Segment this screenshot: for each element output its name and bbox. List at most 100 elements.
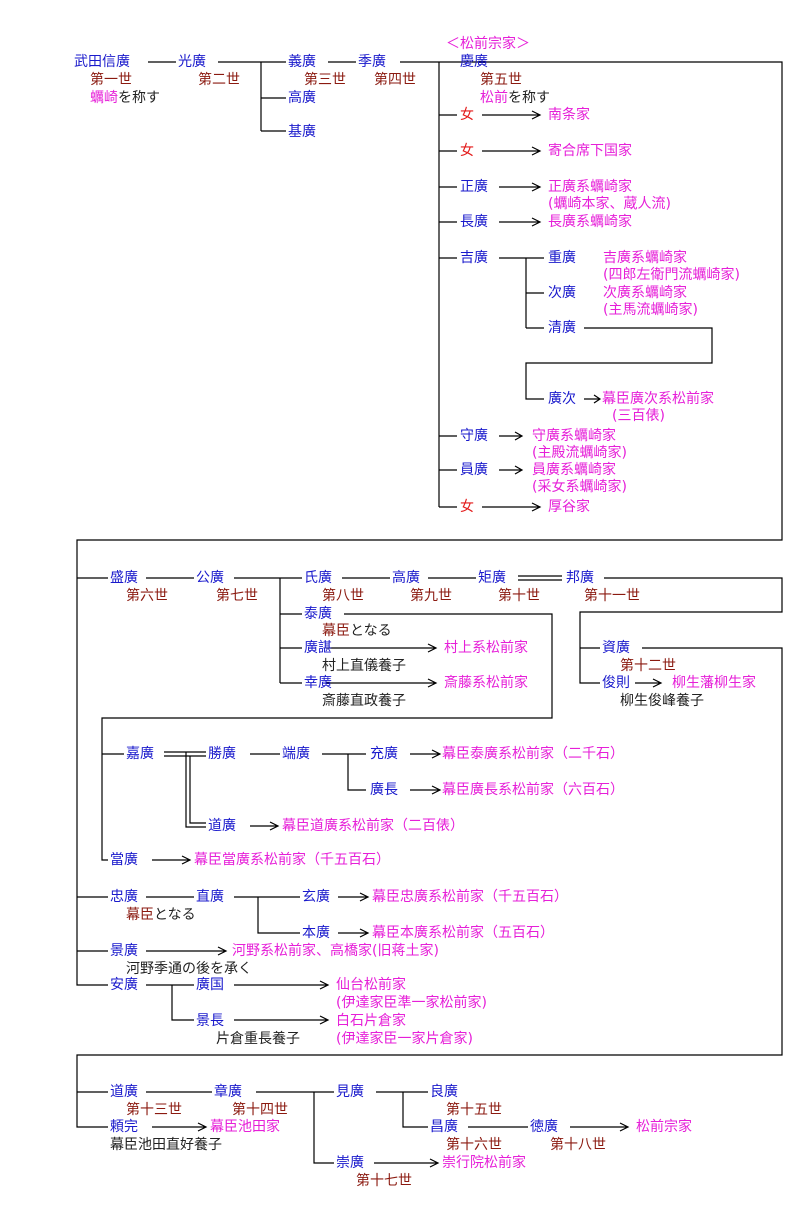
person-nobuhiro: 武田信廣 <box>74 54 130 70</box>
generation-label: 第三世 <box>304 72 346 88</box>
person-takahiro17: 崇廣 <box>336 1155 364 1171</box>
person-hirotaka: 廣諶 <box>304 640 332 656</box>
house-label: 幕臣廣次系松前家 <box>602 391 714 407</box>
note-highlight: 幕臣 <box>322 623 350 639</box>
house-sublabel: (伊達家臣準一家松前家) <box>336 995 487 1011</box>
note-highlight: 幕臣 <box>126 907 154 923</box>
generation-label: 第十七世 <box>356 1173 412 1189</box>
generation-label: 第十世 <box>498 588 540 604</box>
house-label: 守廣系蠣崎家 <box>532 428 616 444</box>
person-daughter: 女 <box>460 107 474 123</box>
person-sukehiro: 資廣 <box>602 640 630 656</box>
house-label: 吉廣系蠣崎家 <box>603 250 687 266</box>
person-kagenaga: 景長 <box>196 1013 224 1029</box>
house-label: 厚谷家 <box>548 499 590 515</box>
adoption-note: 柳生俊峰養子 <box>620 693 704 709</box>
generation-label: 第十一世 <box>584 588 640 604</box>
person-akihiro: 章廣 <box>214 1084 242 1100</box>
generation-label: 第六世 <box>126 588 168 604</box>
house-label: 幕臣當廣系松前家（千五百石） <box>194 852 390 868</box>
house-label: 正廣系蠣崎家 <box>548 179 632 195</box>
generation-label: 第十六世 <box>446 1137 502 1153</box>
person-nagahiro: 長廣 <box>460 214 488 230</box>
person-tsuguhiro: 次廣 <box>548 285 576 301</box>
person-yoshihiro-ka: 嘉廣 <box>126 746 154 762</box>
person-tadahiro-h: 端廣 <box>282 746 310 762</box>
generation-label: 第十八世 <box>550 1137 606 1153</box>
note-text: を称す <box>118 90 160 106</box>
person-mihiro: 見廣 <box>336 1084 364 1100</box>
note: 幕臣となる <box>322 623 392 639</box>
person-kimihiro: 公廣 <box>196 570 224 586</box>
person-naohiro: 直廣 <box>196 889 224 905</box>
person-yukihiro: 幸廣 <box>304 675 332 691</box>
succession-note: 河野季通の後を承く <box>126 961 252 977</box>
house-label: 白石片倉家 <box>336 1013 406 1029</box>
person-kazuhiro: 員廣 <box>460 462 488 478</box>
house-label: 幕臣忠廣系松前家（千五百石） <box>372 889 568 905</box>
house-sublabel: (采女系蠣崎家) <box>532 479 627 495</box>
note-text: となる <box>350 623 392 639</box>
person-yasuhiro2: 安廣 <box>110 977 138 993</box>
person-tadahiro: 忠廣 <box>110 889 138 905</box>
person-motohiro2: 本廣 <box>302 925 330 941</box>
person-toshinori: 俊則 <box>602 675 630 691</box>
note: 松前を称す <box>480 90 550 106</box>
person-kiyohiro: 清廣 <box>548 320 576 336</box>
person-daughter: 女 <box>460 499 474 515</box>
house-sublabel: (主馬流蠣崎家) <box>603 302 698 318</box>
person-hirokuni: 廣国 <box>196 977 224 993</box>
adoption-note: 斎藤直政養子 <box>322 693 406 709</box>
generation-label: 第五世 <box>480 72 522 88</box>
person-suehiro: 季廣 <box>358 54 386 70</box>
person-michihiro: 道廣 <box>208 818 236 834</box>
house-label: 村上系松前家 <box>444 640 528 656</box>
person-morihiro: 守廣 <box>460 428 488 444</box>
house-label: 次廣系蠣崎家 <box>603 285 687 301</box>
house-label: 長廣系蠣崎家 <box>548 214 632 230</box>
person-katsuhiro: 勝廣 <box>208 746 236 762</box>
person-takahiro9: 高廣 <box>392 570 420 586</box>
note-text: となる <box>154 907 196 923</box>
house-sublabel: (四郎左衛門流蠣崎家) <box>603 267 740 283</box>
adoption-note: 幕臣池田直好養子 <box>110 1137 222 1153</box>
person-motohiro: 基廣 <box>288 124 316 140</box>
person-genhiro: 玄廣 <box>302 889 330 905</box>
person-mitsuhiro: 光廣 <box>178 54 206 70</box>
person-kagehiro: 景廣 <box>110 943 138 959</box>
person-yoshihiro15: 良廣 <box>430 1084 458 1100</box>
house-sublabel: (蠣崎本家、蔵人流) <box>548 196 671 212</box>
house-label: 幕臣道廣系松前家（二百俵） <box>282 818 464 834</box>
person-masahiro2: 當廣 <box>110 852 138 868</box>
person-masahiro: 正廣 <box>460 179 488 195</box>
note-house: 蠣崎 <box>90 90 118 106</box>
house-label: 幕臣池田家 <box>210 1119 280 1135</box>
generation-label: 第十二世 <box>620 658 676 674</box>
generation-label: 第四世 <box>374 72 416 88</box>
house-label: 幕臣廣長系松前家（六百石） <box>442 782 624 798</box>
generation-label: 第一世 <box>90 72 132 88</box>
note: 幕臣となる <box>126 907 196 923</box>
house-sublabel: (伊達家臣一家片倉家) <box>336 1031 473 1047</box>
generation-label: 第七世 <box>216 588 258 604</box>
note: 蠣崎を称す <box>90 90 160 106</box>
house-label: 柳生藩柳生家 <box>672 675 756 691</box>
adoption-note: 片倉重長養子 <box>216 1031 300 1047</box>
person-ujihiro: 氏廣 <box>304 570 332 586</box>
person-hironaga: 廣長 <box>370 782 398 798</box>
generation-label: 第十四世 <box>232 1102 288 1118</box>
house-label: 寄合席下国家 <box>548 143 632 159</box>
person-morihiro6: 盛廣 <box>110 570 138 586</box>
person-masahiro16: 昌廣 <box>430 1119 458 1135</box>
generation-label: 第二世 <box>198 72 240 88</box>
house-sublabel: (主殿流蠣崎家) <box>532 445 627 461</box>
house-label: 河野系松前家、高橋家(旧蒋土家) <box>232 943 439 959</box>
house-label: 崇行院松前家 <box>442 1155 526 1171</box>
person-hirotsugu: 廣次 <box>548 391 576 407</box>
person-mitsuhiro2: 充廣 <box>370 746 398 762</box>
person-yoshihiro-k: 吉廣 <box>460 250 488 266</box>
person-yoshihiro: 義廣 <box>288 54 316 70</box>
house-label: 斎藤系松前家 <box>444 675 528 691</box>
person-shigehiro: 重廣 <box>548 250 576 266</box>
